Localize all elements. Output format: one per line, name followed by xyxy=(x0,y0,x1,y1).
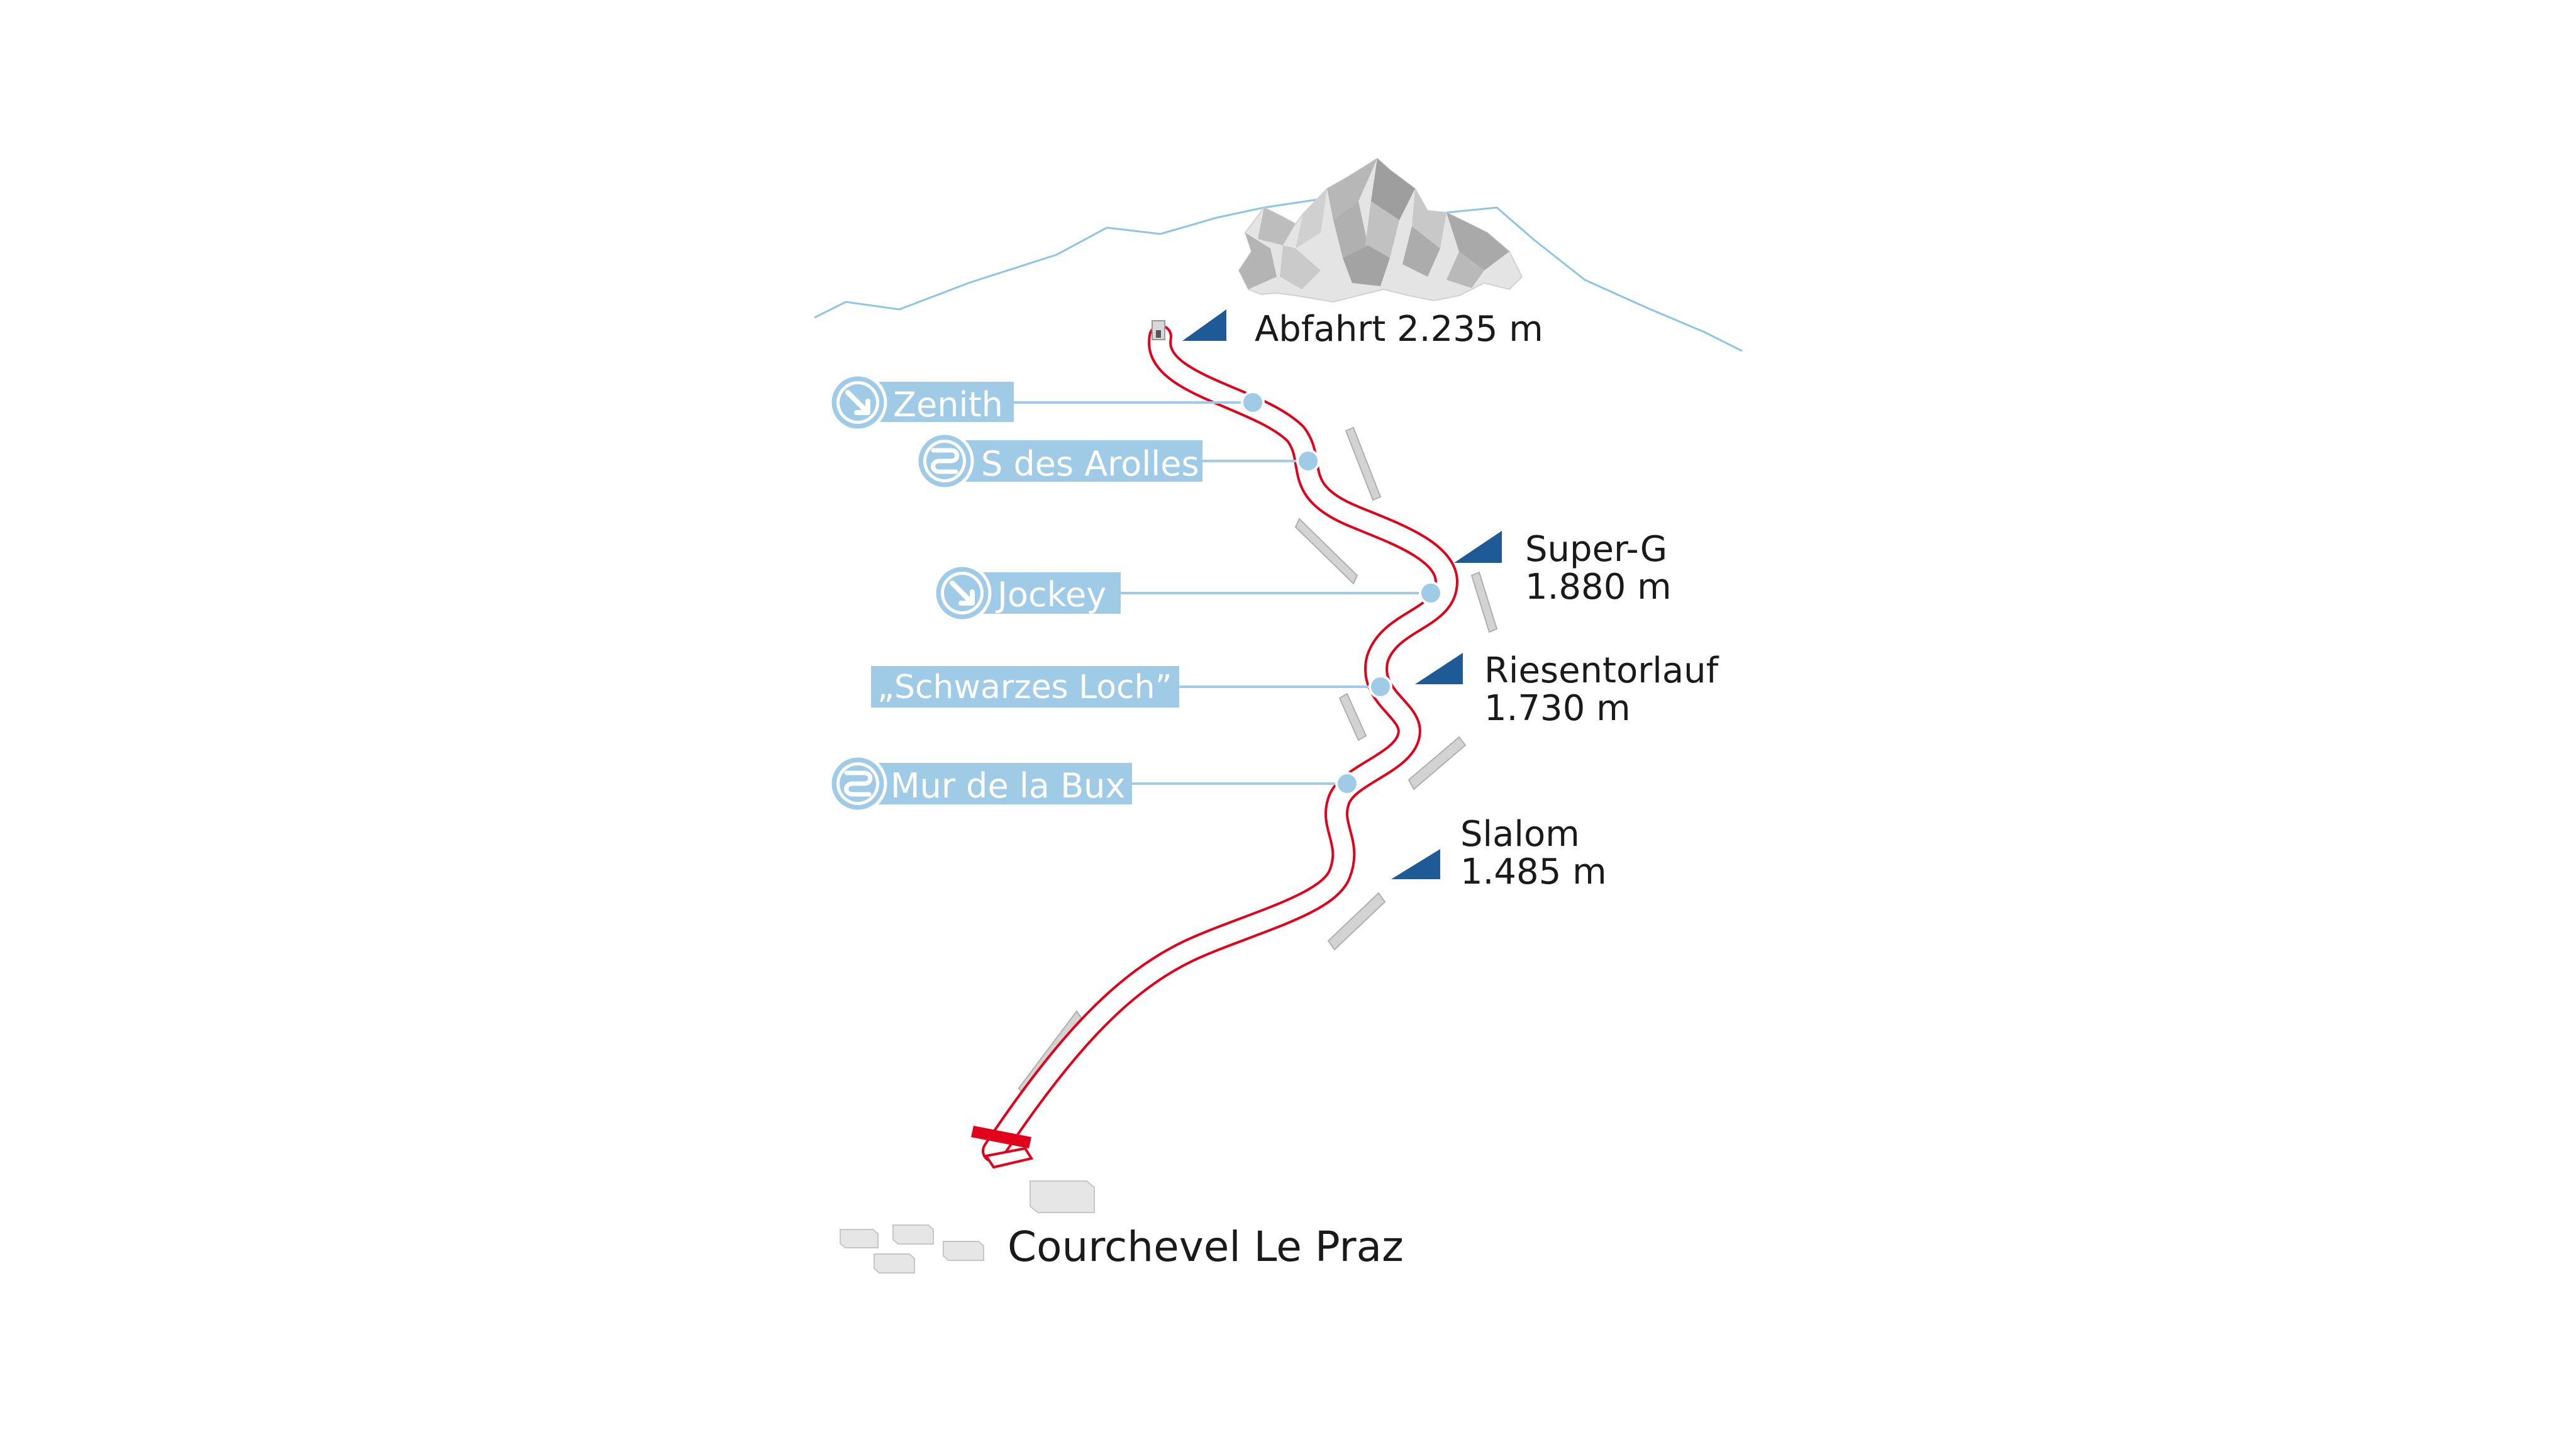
mountain-peak xyxy=(1238,157,1523,303)
section-text-schwarzes-loch: „Schwarzes Loch” xyxy=(877,669,1172,706)
start-label-super-g: Super-G xyxy=(1525,529,1667,570)
section-label-jockey: Jockey xyxy=(933,564,1121,623)
ridge-line xyxy=(814,195,1743,352)
s-curve-icon xyxy=(828,754,887,813)
section-points xyxy=(1241,391,1443,796)
section-text-jockey: Jockey xyxy=(996,575,1106,614)
start-flags xyxy=(1182,309,1502,879)
section-text-mur-de-la-bux: Mur de la Bux xyxy=(891,766,1125,806)
start-flag-abfahrt xyxy=(1182,309,1226,341)
start-altitude-super-g: 1.880 m xyxy=(1525,567,1672,608)
start-label-slalom: Slalom xyxy=(1460,814,1580,855)
start-hut xyxy=(1152,320,1165,340)
start-flag-riesentorlauf xyxy=(1415,653,1463,684)
slope-markers xyxy=(1018,426,1498,1099)
section-text-s-des-arolles: S des Arolles xyxy=(981,444,1199,484)
finish-line xyxy=(971,1126,1034,1169)
village-buildings xyxy=(840,1180,1095,1274)
section-label-zenith: Zenith xyxy=(828,373,1014,432)
arrow-down-right-icon xyxy=(828,373,887,432)
start-altitude-riesentorlauf: 1.730 m xyxy=(1484,688,1631,729)
s-curve-icon xyxy=(915,431,974,491)
start-altitude-slalom: 1.485 m xyxy=(1460,852,1607,892)
section-leaders xyxy=(1014,401,1431,785)
start-label-abfahrt: Abfahrt 2.235 m xyxy=(1255,309,1543,350)
section-text-zenith: Zenith xyxy=(893,385,1003,425)
start-label-riesentorlauf: Riesentorlauf xyxy=(1484,650,1719,691)
section-label-schwarzes-loch: „Schwarzes Loch” xyxy=(871,666,1179,708)
finish-label: Courchevel Le Praz xyxy=(1008,1223,1404,1271)
arrow-down-right-icon xyxy=(933,564,992,623)
section-label-s-des-arolles: S des Arolles xyxy=(915,431,1202,491)
section-label-mur-de-la-bux: Mur de la Bux xyxy=(828,754,1132,813)
start-flag-slalom xyxy=(1391,849,1440,879)
start-flag-super-g xyxy=(1454,531,1502,563)
